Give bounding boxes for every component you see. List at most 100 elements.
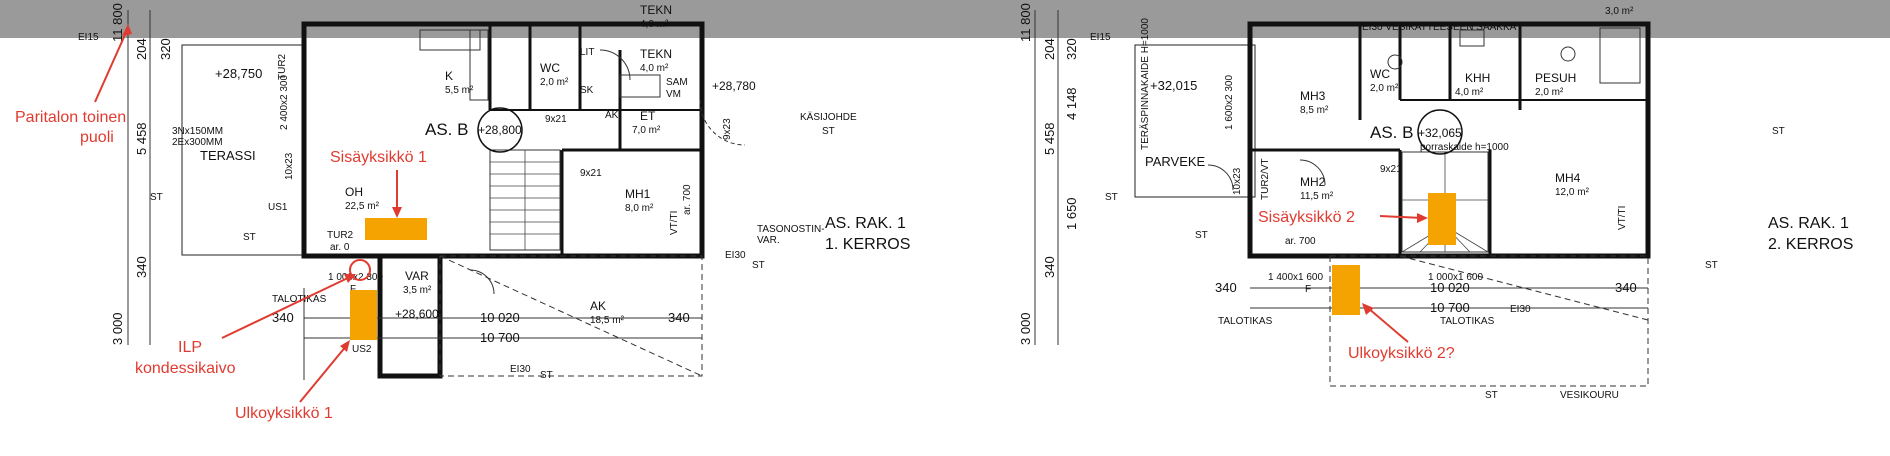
label-talotikas-2b: TALOTIKAS (1440, 316, 1495, 327)
annotation-ilp-2: kondessikaivo (135, 360, 236, 377)
label-tur2-b: TUR2 (277, 53, 288, 80)
label-prop: 3Nx150MM (172, 126, 223, 137)
dim-bottom-340-b: 340 (668, 310, 690, 325)
apartment-label-2: AS. B (1370, 123, 1413, 142)
plan2-title: AS. RAK. 1 (1768, 215, 1849, 232)
label-ei15: EI15 (78, 32, 99, 43)
room-oh: OH (345, 185, 363, 199)
room-oh-area: 22,5 m² (345, 201, 380, 212)
room-ak-area: 18,5 m² (590, 315, 625, 326)
label-prop2: 2Ex300MM (172, 137, 223, 148)
condensate-well-marker (349, 259, 371, 281)
label-kasijohde: KÄSIJOHDE (800, 111, 857, 123)
plan-2-floor: +32,015 PARVEKE AS. B +32,065 TERÄSPINNA… (1018, 3, 1853, 401)
label-st-2c: ST (1772, 126, 1785, 137)
label-us2: US2 (352, 344, 372, 355)
plan1-subtitle: 1. KERROS (825, 236, 910, 253)
label-9x23: 9x23 (722, 118, 733, 140)
apartment-marker-2 (1417, 109, 1463, 155)
room-et-area: 7,0 m² (632, 125, 661, 136)
dim-bottom-10700: 10 700 (480, 330, 520, 345)
annotation-paritalo-2: puoli (80, 129, 114, 146)
dim2-bottom-10700: 10 700 (1430, 300, 1470, 315)
room-mh3: MH3 (1300, 89, 1326, 103)
indoor-unit-2 (1428, 193, 1456, 245)
label-sam: SAM (666, 77, 688, 88)
label-9x21-2: 9x21 (1380, 164, 1402, 175)
label-talotikas-2: TALOTIKAS (1218, 316, 1273, 327)
room-khh: KHH (1465, 71, 1490, 85)
label-ar0: ar. 0 (330, 242, 350, 253)
dim-340: 340 (134, 256, 149, 278)
room-mh4-area: 12,0 m² (1555, 187, 1590, 198)
dim-204: 204 (134, 38, 149, 60)
dim-3000: 3 000 (110, 312, 125, 345)
roof-note: EI30 VESIKATTEESEEN SAAKKA (1362, 22, 1517, 33)
annotation-indoor-2: Sisäyksikkö 2 (1258, 209, 1355, 226)
room-tekn: TEKN (640, 47, 672, 61)
annotation-paritalo-1: Paritalon toinen (15, 109, 126, 126)
label-st-3: ST (822, 126, 835, 137)
label-ei30-b: EI30 (510, 364, 531, 375)
label-st-2: ST (243, 232, 256, 243)
label-st-4: ST (752, 260, 765, 271)
dim2-320: 320 (1064, 38, 1079, 60)
dim-bottom-10020: 10 020 (480, 310, 520, 325)
dim2-bottom-340-b: 340 (1615, 280, 1637, 295)
dim2-11800: 11 800 (1018, 3, 1033, 42)
room-pesuh: PESUH (1535, 71, 1576, 85)
label-9x21: 9x21 (545, 114, 567, 125)
room-mh2: MH2 (1300, 175, 1326, 189)
balcony-area (1134, 44, 1256, 198)
lower-roof-area (1329, 255, 1649, 387)
label-10x23: 10x23 (284, 152, 295, 180)
dim-320: 320 (158, 38, 173, 60)
annotations: Paritalon toinen puoli Sisäyksikkö 1 ILP… (15, 24, 1455, 422)
stair-note: porraskaide h=1000 (1420, 142, 1509, 153)
label-st-2d: ST (1705, 260, 1718, 271)
label-door-size: 1 000x2 300 (328, 272, 383, 283)
elevation-storage: +28,600 (395, 307, 439, 321)
room-tekn-top: TEKN (640, 3, 672, 17)
label-ak: AK (605, 110, 619, 121)
room-pesuh-area: 2,0 m² (1535, 87, 1564, 98)
elevation-main-2: +32,065 (1418, 126, 1462, 140)
room-tekn-top-area: 4,0 m² (640, 19, 669, 30)
plan2-subtitle: 2. KERROS (1768, 236, 1853, 253)
dim2-1650: 1 650 (1064, 197, 1079, 230)
room-top-area-2: 3,0 m² (1605, 6, 1634, 17)
label-sk: SK (580, 85, 594, 96)
label-st-2b: ST (1195, 230, 1208, 241)
elevation-left-2: +32,015 (1150, 78, 1197, 93)
room-mh1-area: 8,0 m² (625, 203, 654, 214)
railing-note: TERÄSPINNAKAIDE H=1000 (1139, 18, 1151, 150)
label-10x23-2: 10x23 (1232, 167, 1243, 195)
label-vt: VT/TI (669, 211, 680, 235)
room-k-area: 5,5 m² (445, 85, 474, 96)
dim-bottom-340-a: 340 (272, 310, 294, 325)
label-ar700-2: ar. 700 (1285, 236, 1316, 247)
label-tasonostin-var: VAR. (757, 235, 780, 246)
dim2-bottom-340-a: 340 (1215, 280, 1237, 295)
label-us1: US1 (268, 202, 288, 213)
annotation-outdoor-2: Ulkoyksikkö 2? (1348, 345, 1455, 362)
elevation-right: +28,780 (712, 79, 756, 93)
apartment-marker (477, 107, 523, 153)
plan-1-floor: +28,750 TERASSI AS. B +28,800 +28,780 +2… (78, 3, 910, 381)
label-talotikas: TALOTIKAS (272, 294, 327, 305)
room-mh2-area: 11,5 m² (1300, 191, 1334, 202)
header-band (0, 0, 1890, 38)
annotation-indoor-1: Sisäyksikkö 1 (330, 149, 427, 166)
label-st-1: ST (150, 192, 163, 203)
dim-11800: 11 800 (110, 3, 125, 42)
room-k: K (445, 69, 453, 83)
annotation-outdoor-1: Ulkoyksikkö 1 (235, 405, 333, 422)
label-vt-2: VT/TI (1617, 206, 1628, 230)
dim2-3000: 3 000 (1018, 312, 1033, 345)
dim2-340: 340 (1042, 256, 1057, 278)
dim-5458: 5 458 (134, 122, 149, 155)
apartment-label: AS. B (425, 120, 468, 139)
plan1-title: AS. RAK. 1 (825, 215, 906, 232)
room-var-area: 3,5 m² (403, 285, 432, 296)
terrace-label: TERASSI (200, 148, 256, 163)
